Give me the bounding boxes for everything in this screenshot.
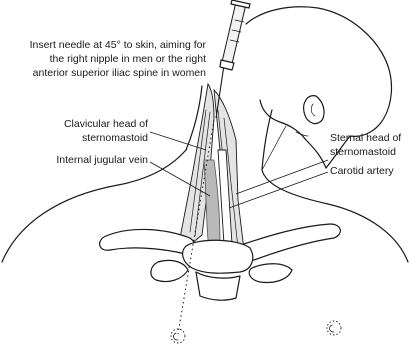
- jaw-line: [260, 100, 326, 168]
- label-clavicular-head-line-1: Clavicular head of: [64, 118, 148, 130]
- needle-instruction-line-2: the right nipple in men or the right: [50, 53, 207, 65]
- right-clavicle: [242, 224, 341, 260]
- left-nipple-areola: [171, 329, 185, 343]
- nipples: [171, 321, 341, 343]
- label-internal-jugular-vein: Internal jugular vein: [56, 154, 148, 166]
- ear: [304, 96, 324, 124]
- leader-carotid-artery: [229, 172, 328, 208]
- needle-instruction-line-1: Insert needle at 45° to skin, aiming for: [30, 39, 207, 51]
- needle-instruction-line-3: anterior superior iliac spine in women: [33, 67, 206, 79]
- left-nipple: [174, 333, 178, 340]
- right-nipple: [330, 325, 334, 332]
- internal-jugular-vein: [204, 160, 220, 242]
- label-carotid-artery: Carotid artery: [330, 165, 394, 177]
- right-nipple-areola: [327, 321, 341, 335]
- sternum-body: [196, 272, 240, 300]
- label-clavicular-head-line-2: sternomastoid: [82, 132, 148, 144]
- ear-fold: [311, 104, 315, 116]
- left-first-rib: [151, 260, 188, 281]
- right-first-rib: [249, 264, 292, 283]
- syringe-barrel: [222, 2, 246, 64]
- leader-clavicular-head: [150, 132, 206, 150]
- label-sternal-head-line-2: sternomastoid: [330, 146, 396, 158]
- neck-contour: [262, 126, 286, 170]
- label-sternal-head-line-1: Sternal head of: [330, 132, 401, 144]
